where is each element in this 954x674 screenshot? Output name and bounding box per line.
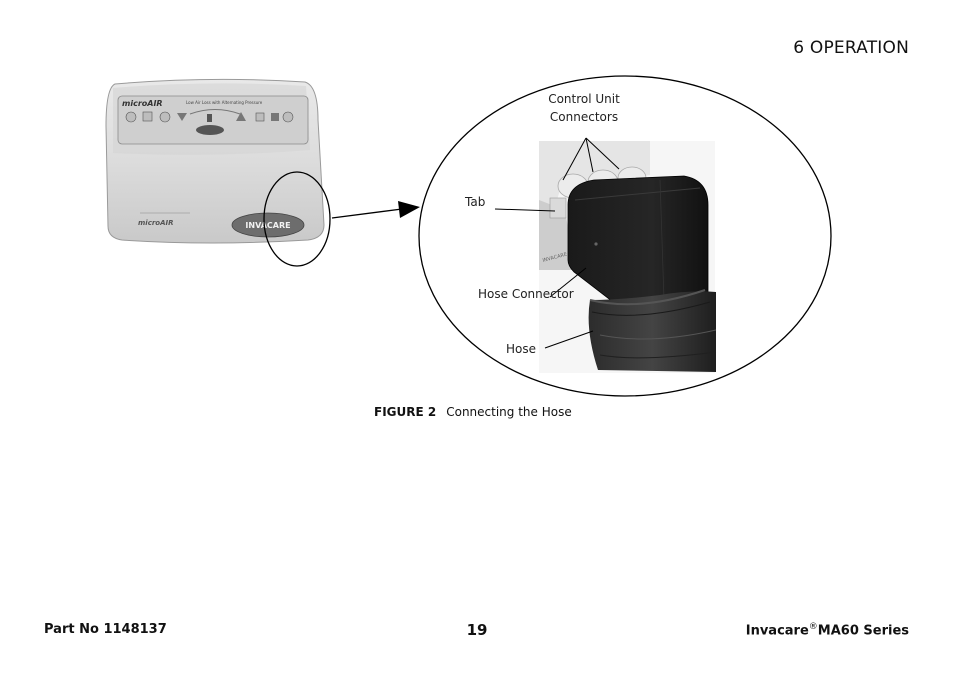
detail-highlight-circle — [263, 171, 331, 267]
connector-detail-image: INVACARE — [539, 141, 717, 373]
callout-connectors: Connectors — [549, 110, 619, 124]
brand-logo-bottom: microAIR — [138, 219, 174, 227]
footer-product-series: Invacare®MA60 Series — [746, 622, 909, 638]
footer-part-number: Part No 1148137 — [44, 622, 167, 637]
callout-leader-lines — [494, 137, 620, 349]
detail-arrow-line — [331, 208, 403, 219]
maker-logo: INVACARE — [245, 221, 290, 230]
detail-ellipse — [418, 75, 832, 397]
callout-control-unit-connectors: Control Unit Connectors — [534, 90, 634, 126]
registered-mark: ® — [808, 622, 818, 632]
figure-caption-text: Connecting the Hose — [446, 405, 572, 419]
panel-title: Low Air Loss with Alternating Pressure — [186, 100, 263, 105]
figure-number: FIGURE 2 — [374, 405, 437, 419]
callout-hose: Hose — [506, 342, 536, 356]
brand-logo-top: microAIR — [122, 99, 163, 108]
callout-hose-connector: Hose Connector — [478, 287, 574, 301]
callout-control-unit: Control Unit — [548, 92, 620, 106]
footer-page-number: 19 — [466, 621, 488, 639]
section-title: 6 OPERATION — [793, 38, 909, 58]
detail-arrow-head — [398, 201, 420, 218]
figure-caption: FIGURE 2 Connecting the Hose — [374, 405, 572, 419]
callout-tab: Tab — [465, 195, 486, 209]
footer-series: MA60 Series — [817, 623, 909, 639]
footer-brand: Invacare — [745, 623, 809, 639]
control-unit-image: microAIR Low Air Loss with Alternating P… — [105, 78, 325, 244]
figure-connecting-hose: microAIR Low Air Loss with Alternating P… — [105, 75, 832, 397]
